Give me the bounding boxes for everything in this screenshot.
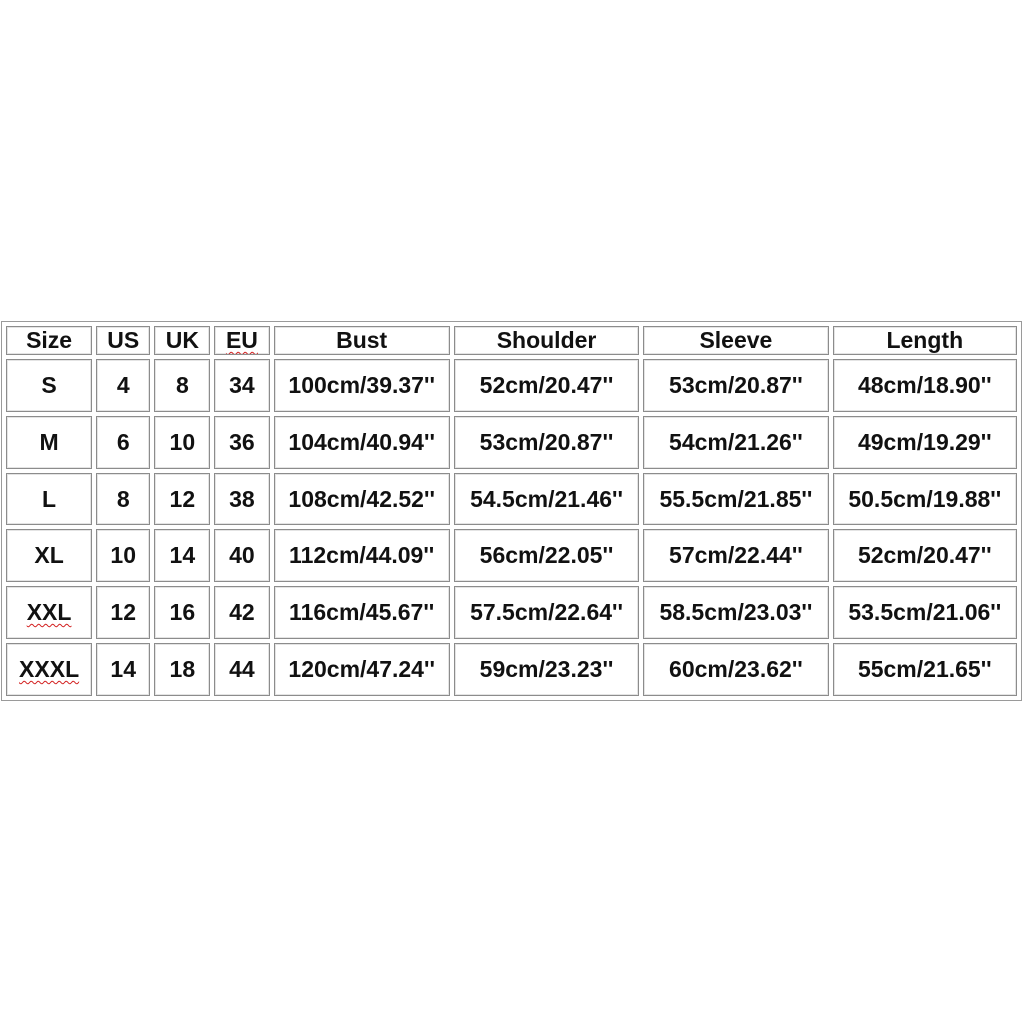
cell-size: L	[6, 472, 93, 526]
cell-shoulder: 54.5cm/21.46''	[453, 472, 640, 526]
cell-uk: 14	[154, 529, 211, 583]
cell-bust: 104cm/40.94''	[273, 415, 450, 469]
cell-shoulder: 56cm/22.05''	[453, 529, 640, 583]
cell-bust: 116cm/45.67''	[273, 586, 450, 640]
cell-length: 50.5cm/19.88''	[832, 472, 1017, 526]
header-bust: Bust	[273, 326, 450, 355]
cell-sleeve: 55.5cm/21.85''	[643, 472, 829, 526]
cell-uk: 18	[154, 643, 211, 696]
cell-size: XXXL	[6, 643, 93, 696]
header-row: Size US UK EU Bust Shoulder Sleeve Lengt…	[6, 326, 1017, 355]
header-shoulder: Shoulder	[453, 326, 640, 355]
cell-eu: 38	[214, 472, 270, 526]
cell-size: M	[6, 415, 93, 469]
cell-shoulder: 57.5cm/22.64''	[453, 586, 640, 640]
table-row: XXL 12 16 42 116cm/45.67'' 57.5cm/22.64'…	[6, 586, 1017, 640]
cell-uk: 8	[154, 359, 211, 412]
header-uk: UK	[154, 326, 211, 355]
cell-size-label: XXL	[26, 599, 72, 626]
cell-us: 10	[96, 529, 151, 583]
cell-sleeve: 54cm/21.26''	[643, 415, 829, 469]
table-row: XL 10 14 40 112cm/44.09'' 56cm/22.05'' 5…	[6, 529, 1017, 583]
cell-shoulder: 53cm/20.87''	[453, 415, 640, 469]
cell-eu: 34	[214, 359, 270, 412]
cell-us: 8	[96, 472, 151, 526]
table-row: S 4 8 34 100cm/39.37'' 52cm/20.47'' 53cm…	[6, 359, 1017, 412]
cell-bust: 108cm/42.52''	[273, 472, 450, 526]
cell-bust: 112cm/44.09''	[273, 529, 450, 583]
table-row: L 8 12 38 108cm/42.52'' 54.5cm/21.46'' 5…	[6, 472, 1017, 526]
cell-size: XL	[6, 529, 93, 583]
cell-sleeve: 58.5cm/23.03''	[643, 586, 829, 640]
cell-bust: 100cm/39.37''	[273, 359, 450, 412]
cell-us: 14	[96, 643, 151, 696]
size-chart-table: Size US UK EU Bust Shoulder Sleeve Lengt…	[1, 321, 1022, 701]
cell-length: 49cm/19.29''	[832, 415, 1017, 469]
cell-length: 55cm/21.65''	[832, 643, 1017, 696]
table-row: M 6 10 36 104cm/40.94'' 53cm/20.87'' 54c…	[6, 415, 1017, 469]
cell-sleeve: 60cm/23.62''	[643, 643, 829, 696]
header-length: Length	[832, 326, 1017, 355]
cell-uk: 10	[154, 415, 211, 469]
cell-length: 52cm/20.47''	[832, 529, 1017, 583]
cell-size: XXL	[6, 586, 93, 640]
cell-size: S	[6, 359, 93, 412]
cell-sleeve: 53cm/20.87''	[643, 359, 829, 412]
cell-uk: 12	[154, 472, 211, 526]
header-sleeve: Sleeve	[643, 326, 829, 355]
cell-shoulder: 59cm/23.23''	[453, 643, 640, 696]
cell-us: 4	[96, 359, 151, 412]
table-row: XXXL 14 18 44 120cm/47.24'' 59cm/23.23''…	[6, 643, 1017, 696]
cell-eu: 44	[214, 643, 270, 696]
cell-size-label: XXXL	[19, 656, 80, 683]
cell-uk: 16	[154, 586, 211, 640]
cell-length: 53.5cm/21.06''	[832, 586, 1017, 640]
cell-shoulder: 52cm/20.47''	[453, 359, 640, 412]
cell-sleeve: 57cm/22.44''	[643, 529, 829, 583]
cell-bust: 120cm/47.24''	[273, 643, 450, 696]
header-eu-label: EU	[225, 327, 258, 353]
cell-eu: 42	[214, 586, 270, 640]
cell-us: 6	[96, 415, 151, 469]
cell-length: 48cm/18.90''	[832, 359, 1017, 412]
cell-eu: 40	[214, 529, 270, 583]
cell-us: 12	[96, 586, 151, 640]
header-eu: EU	[214, 326, 270, 355]
header-size: Size	[6, 326, 93, 355]
cell-eu: 36	[214, 415, 270, 469]
header-us: US	[96, 326, 151, 355]
